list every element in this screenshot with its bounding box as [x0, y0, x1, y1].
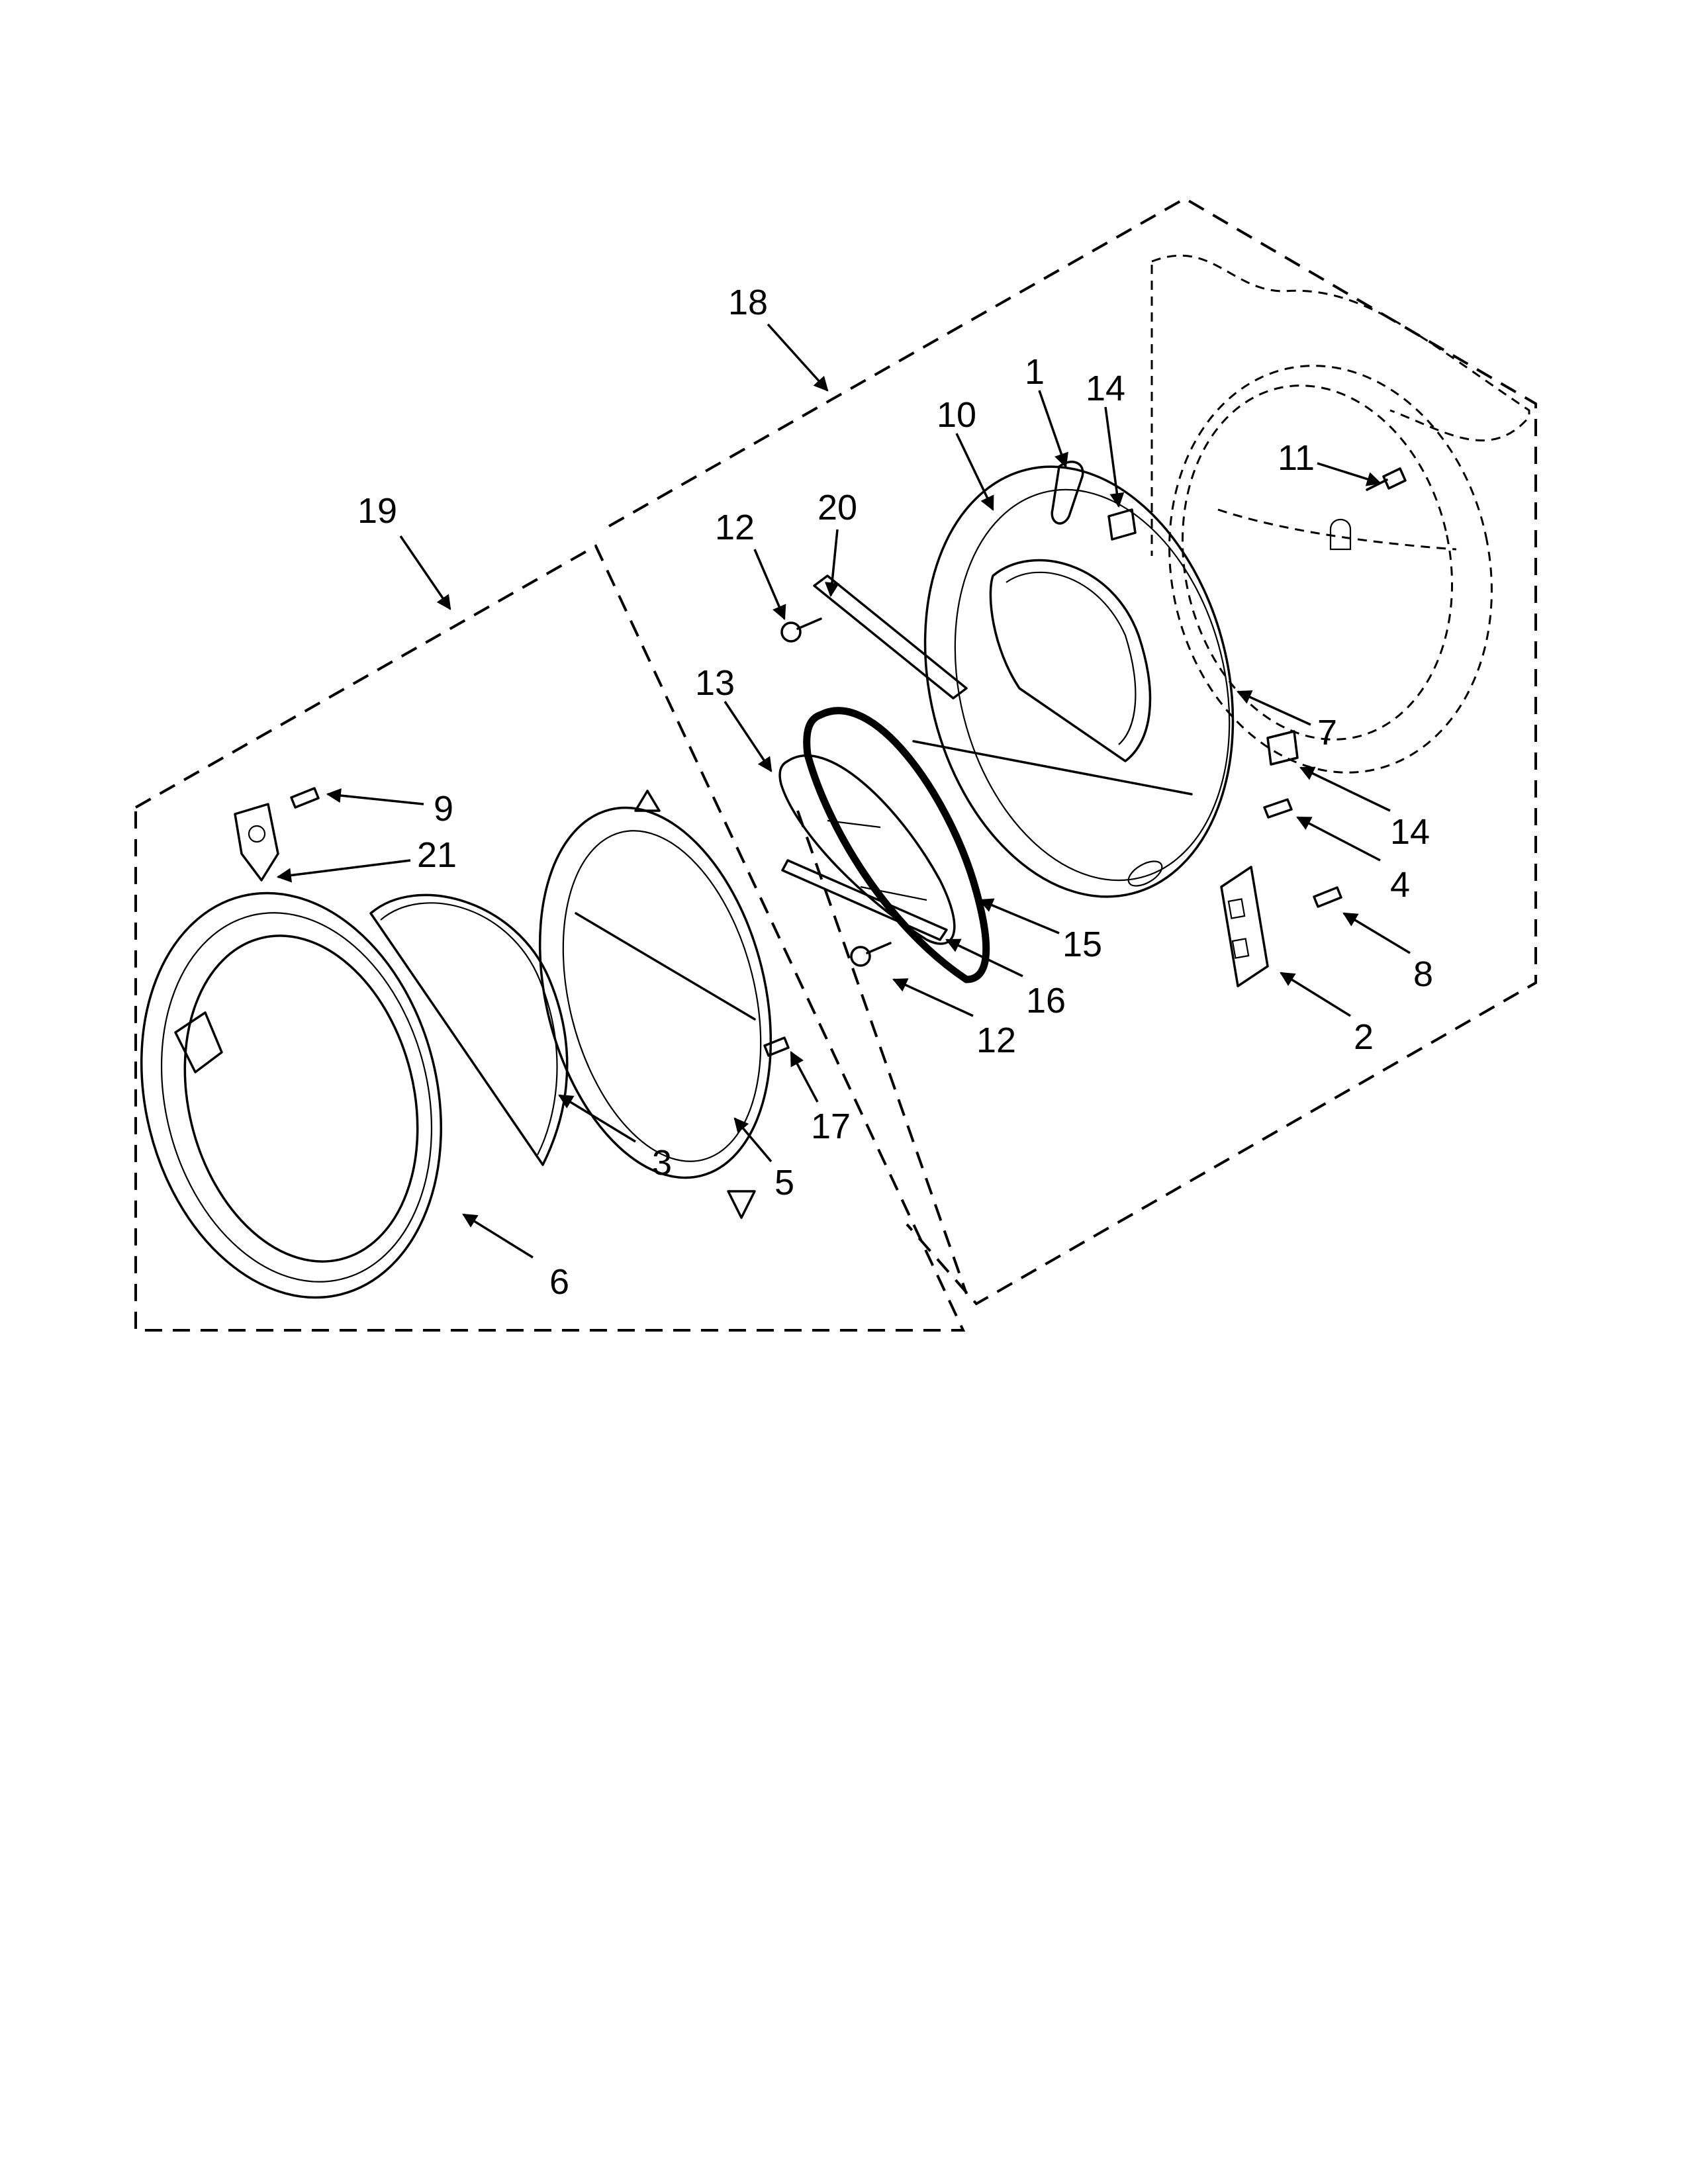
door-outer-ring	[140, 891, 443, 1299]
leader-lines	[276, 323, 1411, 1259]
callout-2: 2	[1354, 1017, 1374, 1057]
callout-14-upper: 14	[1086, 369, 1125, 408]
callout-7: 7	[1317, 713, 1337, 752]
screw-12-upper	[780, 617, 822, 643]
switch-block-upper	[1107, 508, 1137, 541]
callout-16: 16	[1026, 981, 1066, 1021]
door-hinge-latch	[1220, 866, 1269, 987]
callouts: 18 19 1 14 10 11 12 20 13 7 14 4 8 2 15 …	[357, 283, 1433, 1302]
screw-17	[763, 1036, 790, 1057]
screw-11	[1366, 467, 1407, 491]
door-glass	[778, 754, 956, 945]
callout-12-upper: 12	[715, 508, 755, 547]
callout-6: 6	[549, 1262, 569, 1302]
screw-8	[1313, 886, 1342, 908]
callout-1: 1	[1025, 352, 1045, 392]
door-window-ring	[369, 893, 569, 1166]
glass-retainer-strip	[781, 859, 948, 941]
callout-10: 10	[937, 395, 976, 435]
inner-door-frame	[538, 790, 773, 1219]
hinge-cover	[234, 803, 279, 882]
screw-12-lower	[850, 942, 892, 967]
callout-4: 4	[1390, 865, 1410, 905]
callout-21: 19	[357, 491, 397, 531]
callout-17: 17	[811, 1107, 851, 1146]
callout-13: 13	[695, 663, 735, 703]
callout-14-lower: 14	[1390, 812, 1430, 852]
door-hook	[1051, 461, 1084, 525]
callout-18: 20	[818, 488, 857, 527]
callout-15: 15	[1062, 925, 1102, 964]
cabinet-front-ghost	[1150, 254, 1530, 774]
callout-9: 9	[434, 789, 453, 829]
switch-block-lower	[1266, 730, 1299, 766]
callout-11: 11	[1278, 438, 1315, 478]
front-trim-strip	[813, 574, 968, 700]
callout-3: 3	[652, 1143, 672, 1183]
callout-8: 8	[1413, 954, 1433, 994]
callout-5: 5	[774, 1163, 794, 1203]
callout-20: 18	[728, 283, 768, 322]
front-panel-inner	[912, 465, 1235, 898]
callout-19: 21	[417, 835, 457, 875]
assembly-20-boundary	[608, 197, 1537, 1306]
screw-9	[290, 787, 320, 809]
assembly-21-boundary	[134, 544, 966, 1332]
callout-12-lower: 12	[976, 1021, 1016, 1060]
screw-4	[1263, 798, 1293, 819]
